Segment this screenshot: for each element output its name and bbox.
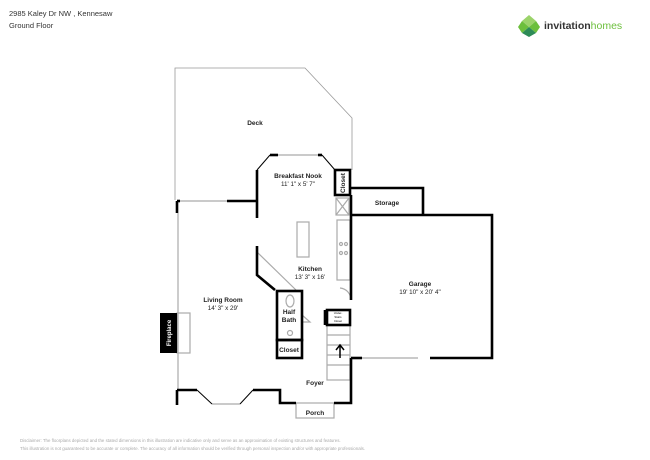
under-stairs-2: Stairs xyxy=(334,315,342,319)
room-foyer: Foyer xyxy=(306,380,324,387)
windows xyxy=(176,154,490,419)
logo-text-1: invitation xyxy=(544,20,591,32)
garage-dims: 19' 10" x 20' 4" xyxy=(399,289,441,296)
room-closet-hall: Closet xyxy=(279,347,300,354)
logo-text-2: homes xyxy=(590,20,623,32)
breakfast-nook-dims: 11' 1" x 5' 7" xyxy=(281,181,315,188)
room-deck: Deck xyxy=(247,120,263,127)
room-garage: Garage xyxy=(409,281,432,288)
angled-walls xyxy=(196,154,336,405)
room-half-bath-2: Bath xyxy=(282,317,296,324)
logo-icon xyxy=(518,15,540,37)
disclaimer-line-1: Disclaimer: The floorplans depicted and … xyxy=(20,438,341,443)
room-living-room: Living Room xyxy=(203,297,243,304)
room-storage: Storage xyxy=(375,200,400,207)
living-room-dims: 14' 3" x 29' xyxy=(208,305,239,312)
stairs-arrow-icon xyxy=(335,343,345,358)
brand-logo: invitationhomes xyxy=(518,15,622,37)
fireplace xyxy=(160,313,177,353)
floor-label: Ground Floor xyxy=(9,21,54,30)
kitchen-dims: 13' 3" x 16' xyxy=(295,274,326,281)
disclaimer-line-2: This illustration is not guaranteed to b… xyxy=(20,446,366,451)
room-breakfast-nook: Breakfast Nook xyxy=(274,173,322,180)
fireplace-label: Fireplace xyxy=(167,319,173,346)
under-stairs-1: Under- xyxy=(334,311,343,315)
walls xyxy=(175,153,494,405)
room-closet-nook: Closet xyxy=(340,172,347,193)
room-half-bath-1: Half xyxy=(283,309,296,316)
room-kitchen: Kitchen xyxy=(298,266,322,273)
under-stairs-3: Closet xyxy=(334,319,342,323)
room-porch: Porch xyxy=(306,410,324,417)
deck-outline xyxy=(174,67,353,200)
address: 2985 Kaley Dr NW , Kennesaw xyxy=(9,9,113,18)
